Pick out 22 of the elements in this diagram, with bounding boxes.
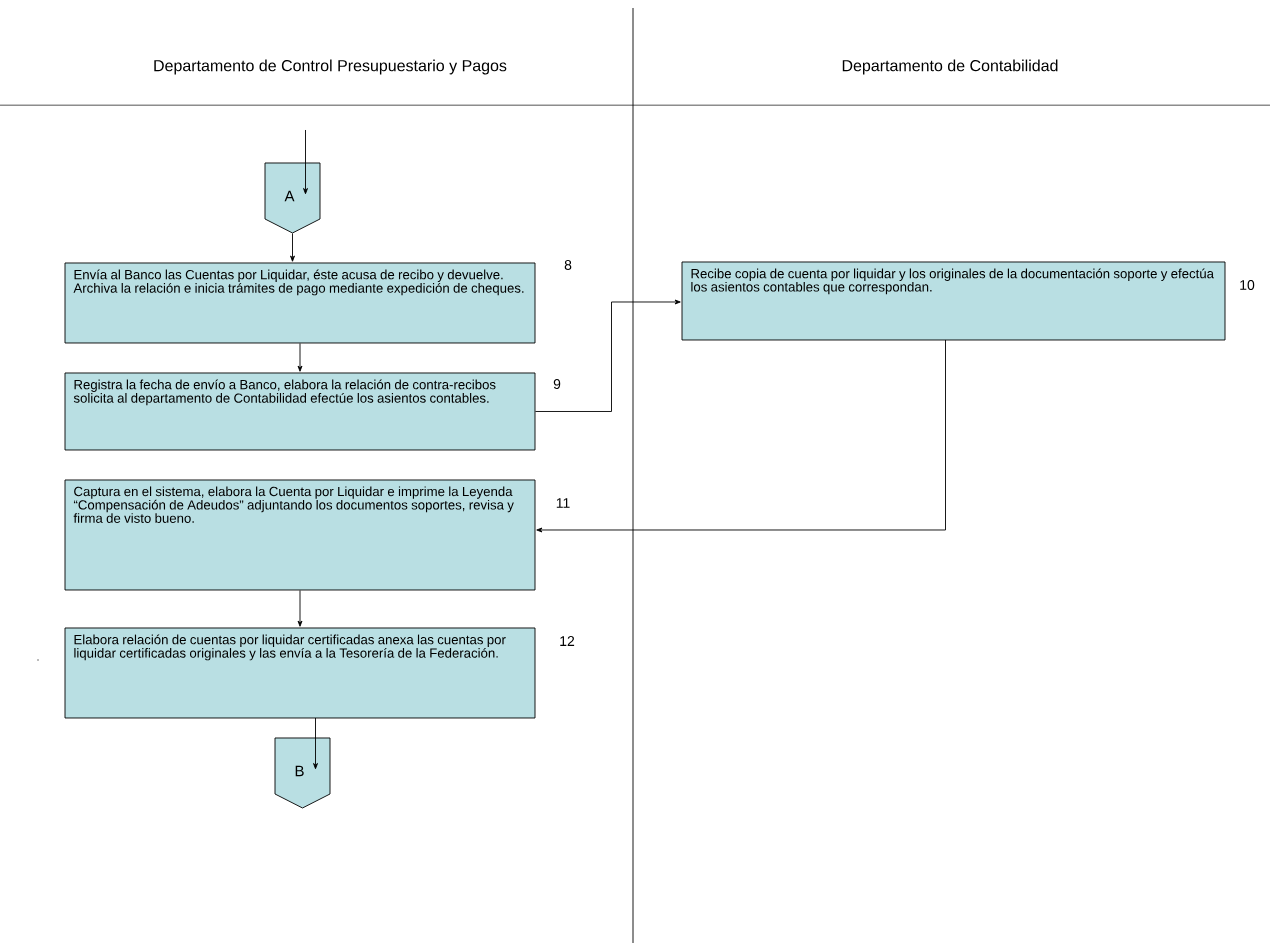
lane-heading: Departamento de Control Presupuestario y Pagos <box>154 59 507 75</box>
step-number: 8 <box>564 260 572 270</box>
arrow <box>303 129 308 195</box>
process-box: Recibe copia de cuenta por liquidar y los originales de la documentación soporte y efectúa los asientos contables que correspondan. <box>681 261 1226 341</box>
process-box: Captura en el sistema, elabora la Cuenta por Liquidar e imprime la Leyenda “Compensación de Adeudos” adjuntando los documentos soportes, revisa y firma de visto bueno. <box>64 479 536 591</box>
off-page-connector: A <box>264 162 321 234</box>
arrow <box>297 343 303 372</box>
lane-heading: Departamento de Contabilidad <box>842 59 1058 75</box>
arrow <box>297 590 303 627</box>
process-box: Elabora relación de cuentas por liquidar certificadas anexa las cuentas por liquidar certificadas originales y las envía a la Tesorería de la Federación. <box>64 627 536 719</box>
step-number: 9 <box>553 379 561 389</box>
process-box: Registra la fecha de envío a Banco, elabora la relación de contra-recibos solicita al departamento de Contabilidad efectúe los asientos contables. <box>64 372 536 451</box>
arrow <box>535 299 681 412</box>
step-number: 10 <box>1240 280 1255 290</box>
arrow <box>290 233 295 262</box>
off-page-connector: B <box>274 737 331 809</box>
step-number: 11 <box>556 498 570 508</box>
process-box: Envía al Banco las Cuentas por Liquidar, éste acusa de recibo y devuelve. Archiva la relación e inicia trámites de pago mediante expedición de cheques. <box>64 262 536 344</box>
dot-mark: . <box>37 659 39 661</box>
arrow <box>313 717 318 770</box>
arrow <box>536 339 946 533</box>
step-number: 12 <box>560 636 575 646</box>
